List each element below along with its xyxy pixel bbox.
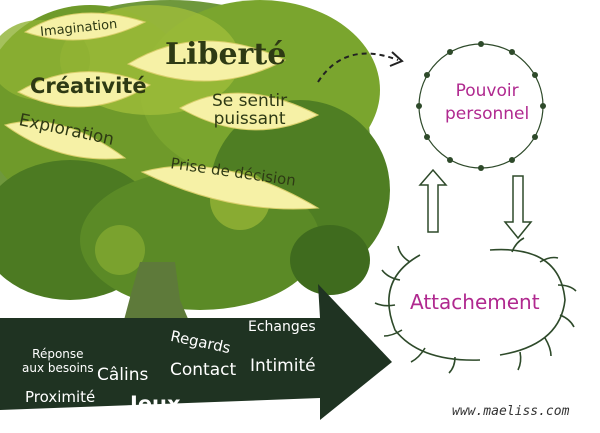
pouvoir-line: Pouvoir [455,81,519,101]
website-footer: www.maeliss.com [452,404,570,419]
leaf-shapes [3,12,320,210]
leaf-label-line: Se sentir [212,91,288,111]
leaf-label-line: puissant [213,108,286,129]
pouvoir-personnel-label: Pouvoir personnel [445,80,529,126]
root-label-intimite: Intimité [250,356,316,376]
root-label-jeux: Jeux [130,392,181,416]
pouvoir-garland [416,41,546,171]
root-label-calins: Câlins [97,365,149,385]
cycle-arrows [418,168,533,240]
pouvoir-line: personnel [445,103,530,124]
roots-arrow [0,284,392,420]
leaf-label-liberte: Liberté [165,37,287,72]
leaf-label-creativite: Créativité [30,74,147,98]
root-label-line: aux besoins [22,360,94,375]
root-label-line: Réponse [32,347,84,361]
attachement-wreath [374,237,577,374]
root-label-reponse-aux-besoins: Réponse aux besoins [22,347,94,376]
tree-trunk [120,262,195,335]
root-label-echanges: Echanges [248,319,316,335]
root-label-contact: Contact [170,360,237,380]
leaf-label-se-sentir-puissant: Se sentir puissant [212,91,288,129]
attachement-label: Attachement [410,290,540,314]
root-label-proximite: Proximité [25,388,96,406]
dashed-arrow [317,52,399,83]
